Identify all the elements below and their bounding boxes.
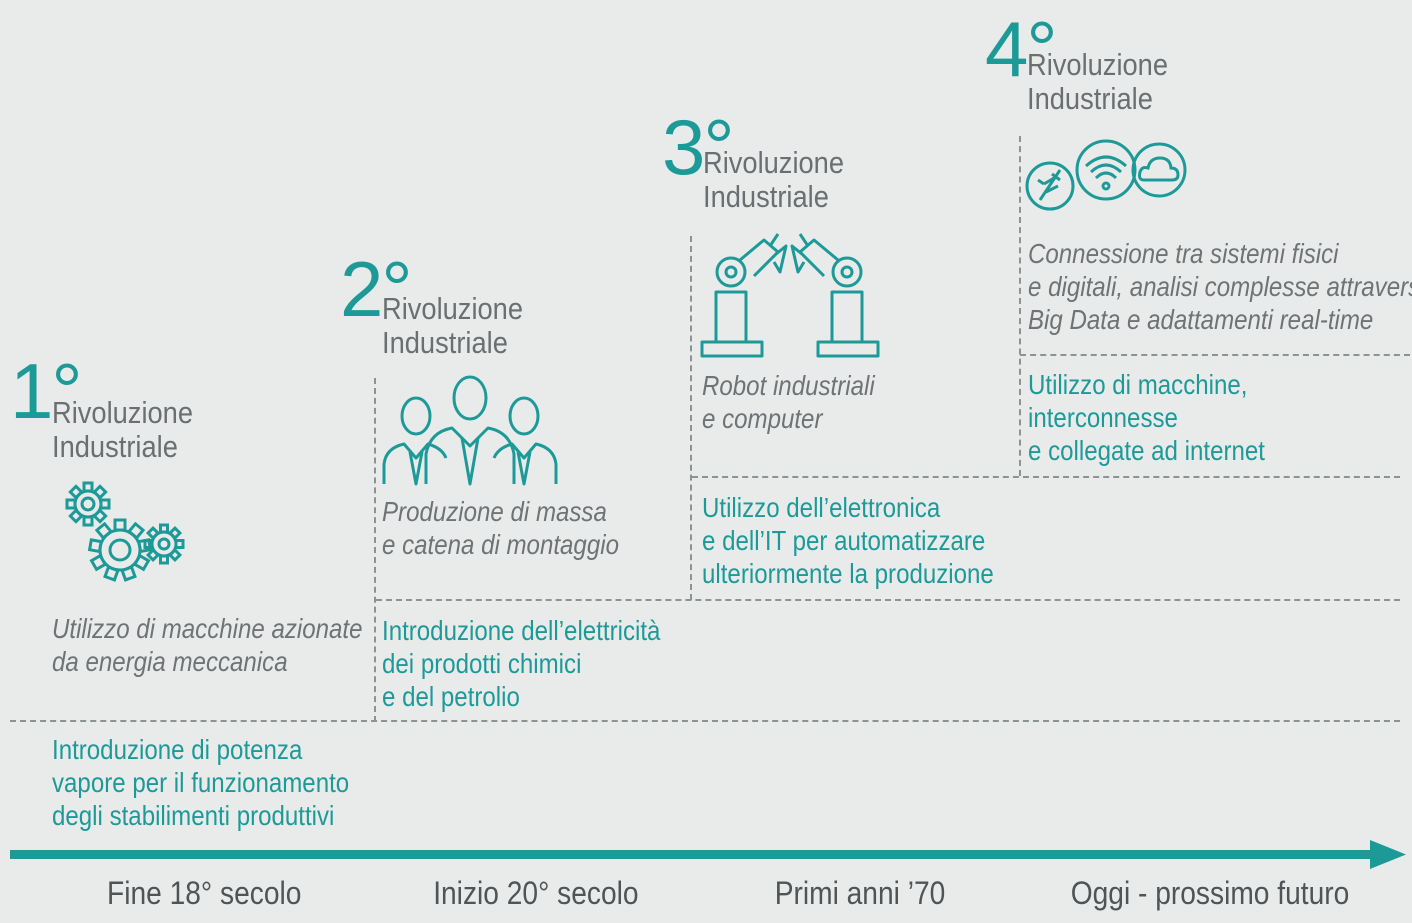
circuit-icon <box>1025 161 1075 211</box>
step-riser-4 <box>1019 136 1021 476</box>
revolution-1-innovation: Introduzione di potenza vapore per il fu… <box>52 734 350 831</box>
revolution-1-description: Utilizzo di macchine azionate da energia… <box>52 613 363 677</box>
era-label-2: Inizio 20° secolo <box>433 875 639 911</box>
step-line-4 <box>1020 354 1410 356</box>
workers-icon <box>382 375 558 486</box>
wifi-icon <box>1075 139 1137 201</box>
timeline-arrow <box>10 840 1406 869</box>
connectivity-icons <box>1025 139 1187 211</box>
revolution-title: Rivoluzione Industriale <box>52 395 194 464</box>
revolution-number: 4° <box>985 5 1058 93</box>
step-riser-3 <box>690 236 692 600</box>
step-line-3 <box>692 476 1400 478</box>
revolution-number: 1° <box>10 347 83 435</box>
revolution-number: 2° <box>340 245 413 333</box>
gears-icon <box>65 481 185 582</box>
era-label-4: Oggi - prossimo futuro <box>1070 875 1350 911</box>
revolution-title: Rivoluzione Industriale <box>382 291 524 360</box>
cloud-icon <box>1131 142 1187 198</box>
robot-arms-icon <box>700 233 880 358</box>
revolution-4-description: Connessione tra sistemi fisici e digital… <box>1028 238 1412 335</box>
era-label-1: Fine 18° secolo <box>107 875 302 911</box>
step-line-2 <box>376 599 1400 601</box>
revolution-2-description: Produzione di massa e catena di montaggi… <box>382 496 619 560</box>
revolution-number: 3° <box>662 103 735 191</box>
step-riser-2 <box>374 378 376 722</box>
revolution-2-innovation: Introduzione dell’elettricità dei prodot… <box>382 615 661 712</box>
era-label-3: Primi anni ’70 <box>774 875 946 911</box>
revolution-title: Rivoluzione Industriale <box>703 145 845 214</box>
step-line-1 <box>10 720 1400 722</box>
revolution-4-innovation: Utilizzo di macchine, interconnesse e co… <box>1028 369 1265 466</box>
revolution-3-innovation: Utilizzo dell’elettronica e dell’IT per … <box>702 492 994 589</box>
revolution-title: Rivoluzione Industriale <box>1027 47 1169 116</box>
revolution-3-description: Robot industriali e computer <box>702 370 875 434</box>
